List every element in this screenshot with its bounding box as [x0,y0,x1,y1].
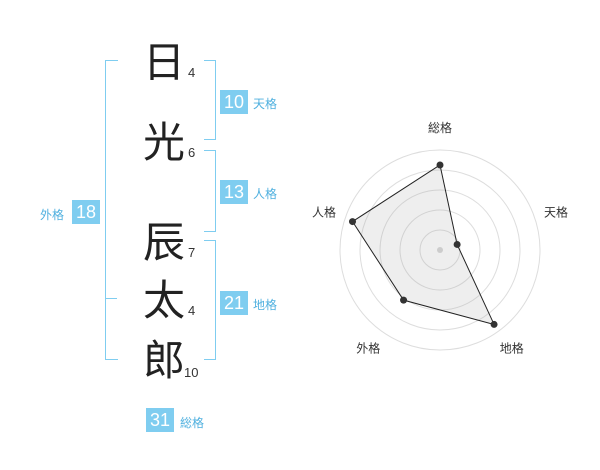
radar-point-2 [453,240,461,248]
tenkaku-label: 天格 [253,97,278,111]
stroke-count-4: 4 [188,303,196,318]
stroke-count-3: 7 [188,245,196,260]
gaikaku-label: 外格 [40,208,65,222]
gaikaku-bracket [105,60,118,360]
tenkaku-value-badge: 10 [220,90,248,114]
gaikaku-bracket-tick [105,298,117,299]
tenkaku-bracket [204,60,216,140]
stroke-count-2: 6 [188,145,196,160]
radar-axis-label-2: 天格 [544,204,568,219]
chikaku-bracket [204,240,216,360]
name-char-3: 辰 [143,218,186,267]
gaikaku-value-badge: 18 [72,200,100,224]
stroke-count-5: 10 [184,365,199,380]
radar-axis-label-4: 外格 [356,341,380,356]
radar-axis-label-5: 人格 [312,204,336,219]
radar-axis-label-1: 総格 [428,120,452,135]
name-char-4: 太 [143,276,186,325]
radar-center-dot [437,247,443,253]
radar-grid-ring-5 [339,149,541,351]
jinkaku-bracket [204,150,216,232]
stroke-count-1: 4 [188,65,196,80]
radar-point-3 [490,320,498,328]
radar-point-5 [349,218,357,226]
radar-point-1 [436,161,444,169]
soukaku-label: 総格 [180,416,205,430]
name-char-5: 郎 [143,336,186,385]
radar-data-polygon [351,164,495,326]
name-char-1: 日 [143,38,186,87]
jinkaku-label: 人格 [253,187,278,201]
chikaku-label: 地格 [253,298,278,312]
radar-grid-ring-4 [359,169,521,331]
jinkaku-value-badge: 13 [220,180,248,204]
chikaku-value-badge: 21 [220,291,248,315]
soukaku-value-badge: 31 [146,408,174,432]
radar-point-4 [400,296,408,304]
radar-grid-ring-2 [399,209,481,291]
radar-axis-label-3: 地格 [500,341,524,356]
name-char-2: 光 [143,118,186,167]
